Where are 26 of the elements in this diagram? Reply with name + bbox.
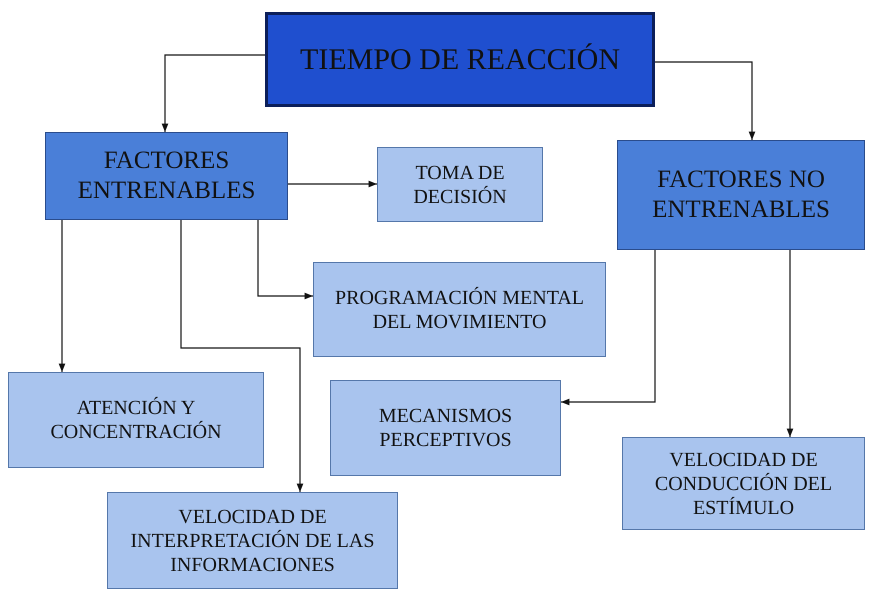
factor-box (330, 380, 561, 476)
box-label: ATENCIÓN Y CONCENTRACIÓN (49, 396, 223, 444)
arrow (162, 54, 265, 132)
category-box (617, 140, 865, 250)
box-label: MECANISMOS PERCEPTIVOS (378, 404, 514, 452)
category-box (45, 132, 288, 220)
box-label: VELOCIDAD DE CONDUCCIÓN DEL ESTÍMULO (654, 448, 834, 520)
factor-box (107, 492, 398, 589)
arrow (58, 220, 66, 372)
arrow (288, 180, 377, 188)
factor-box (377, 147, 543, 222)
box-label: VELOCIDAD DE INTERPRETACIÓN DE LAS INFORMACIONES (130, 504, 376, 576)
box-label: FACTORES ENTRENABLES (76, 146, 256, 206)
box-label: TIEMPO DE REACCIÓN (300, 42, 620, 78)
factor-box (313, 262, 606, 357)
arrow (561, 250, 656, 406)
arrow (655, 61, 756, 140)
box-label: FACTORES NO ENTRENABLES (651, 165, 831, 225)
title-box (265, 12, 655, 107)
arrow (257, 220, 313, 300)
arrow (786, 250, 794, 437)
arrow (180, 220, 304, 492)
factor-box (8, 372, 264, 468)
factor-box (622, 437, 865, 530)
box-label: TOMA DE DECISIÓN (412, 160, 508, 208)
box-label: PROGRAMACIÓN MENTAL DEL MOVIMIENTO (334, 286, 585, 334)
